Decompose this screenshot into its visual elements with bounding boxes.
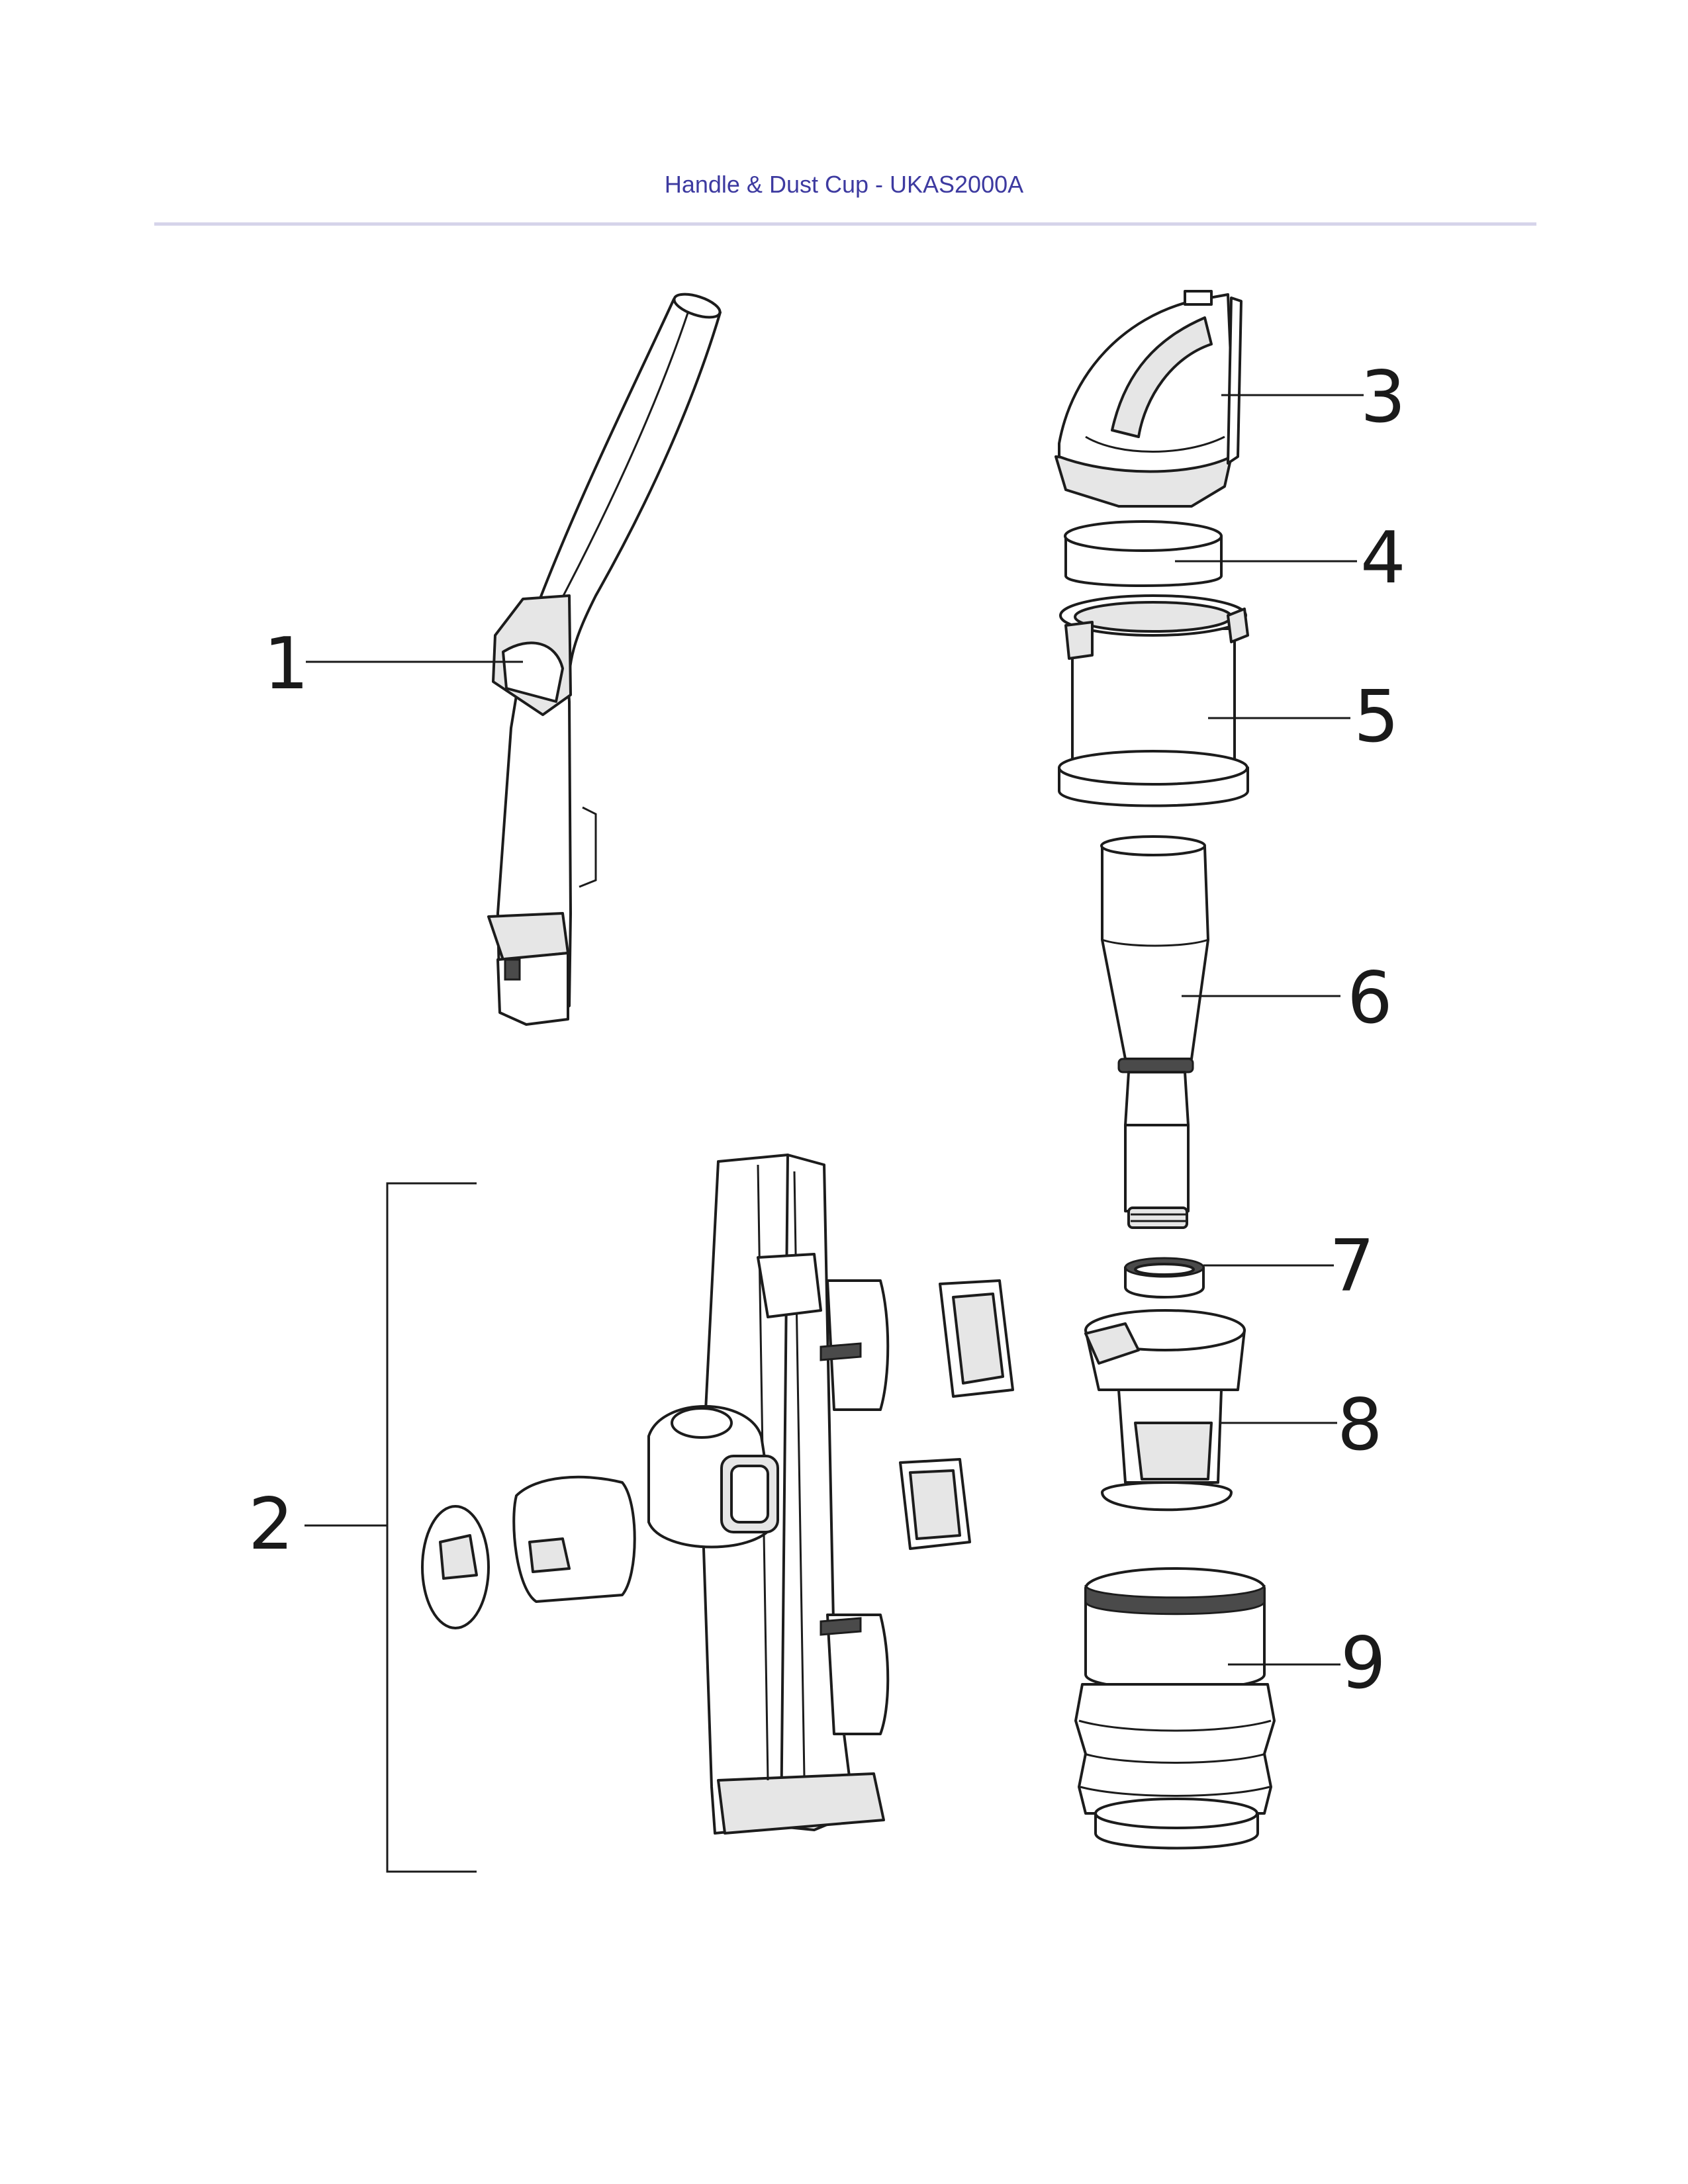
callout-6: 6 (1347, 957, 1393, 1040)
callout-2: 2 (248, 1483, 294, 1566)
callout-9: 9 (1340, 1622, 1386, 1705)
dust-cup-top-icon (1058, 594, 1249, 807)
handle-frame-assembly-icon (421, 1154, 1014, 1835)
page-title: Handle & Dust Cup - UKAS2000A (664, 171, 1024, 198)
dust-cup-body-icon (1074, 1567, 1276, 1850)
dust-cup-lid-icon (1055, 290, 1243, 508)
cyclone-tube-icon (1100, 835, 1209, 1229)
callout-4: 4 (1360, 517, 1406, 600)
callout-7: 7 (1329, 1225, 1375, 1308)
seal-ring-icon (1124, 1257, 1205, 1298)
callout-5: 5 (1354, 676, 1399, 758)
cyclone-shroud-icon (1084, 1309, 1246, 1512)
callout-3: 3 (1360, 356, 1406, 439)
filter-icon (1064, 520, 1223, 587)
callout-1: 1 (263, 623, 309, 705)
handle-icon (487, 293, 722, 1026)
callout-8: 8 (1337, 1384, 1383, 1467)
leader-lines (305, 394, 1364, 1873)
title-divider (154, 222, 1536, 226)
